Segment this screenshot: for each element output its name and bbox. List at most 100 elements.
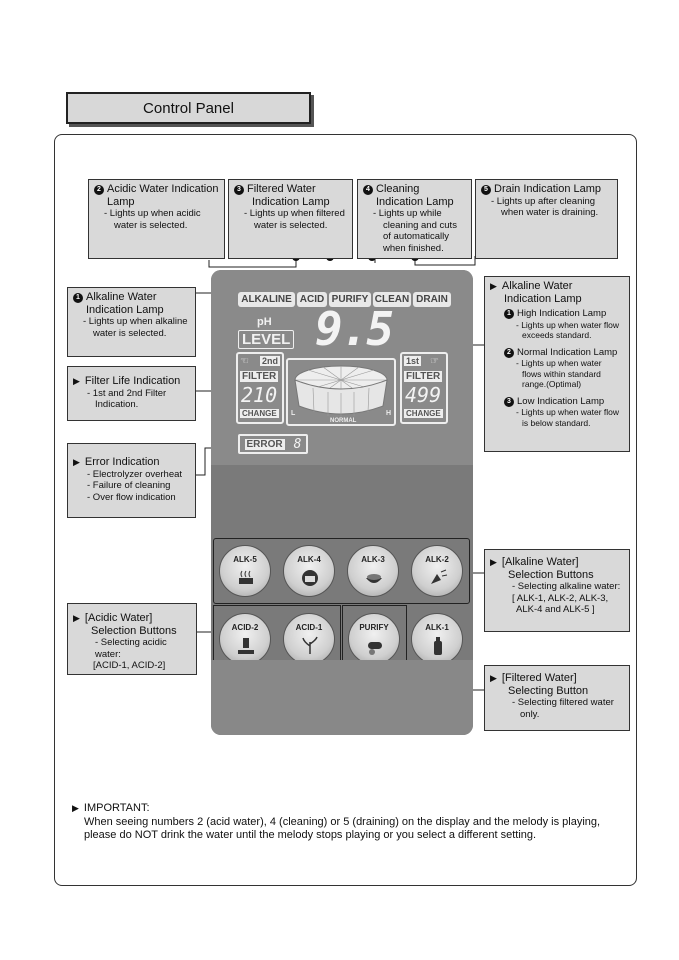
callout-desc: - Lights up when water flow [516,407,619,417]
acidic-buttons-callout: ▶[Acidic Water] Selection Buttons - Sele… [67,603,197,675]
error-label: ERROR [244,438,285,450]
callout-desc: ALK-4 and ALK-5 ] [516,604,595,615]
callout-desc: is below standard. [522,417,591,428]
callout-heading-line2: Lamp [107,195,135,208]
number-badge: 1 [504,309,514,319]
acid1-button[interactable]: ACID-1 [283,613,335,665]
triangle-bullet-icon: ▶ [490,557,497,567]
callout-heading: Alkaline Water [501,280,573,292]
triangle-bullet-icon: ▶ [73,613,80,623]
high-lamp-heading: High Indication Lamp [517,308,607,319]
alk2-button[interactable]: ALK-2 [411,545,463,597]
filter2-tag: 2nd [260,356,281,366]
alk1-button[interactable]: ALK-1 [411,613,463,665]
callout-desc: - Lights up when water flow [516,319,619,330]
page-title: Control Panel [66,92,311,124]
callout-desc: exceeds standard. [522,330,592,340]
callout-heading-line2: Indication Lamp [252,195,330,208]
error-callout: ▶Error Indication - Electrolyzer overhea… [67,443,196,518]
error-value: 8 [293,436,302,452]
purify-button[interactable]: PURIFY [348,613,400,665]
filter2-value: 210 [241,383,278,407]
triangle-bullet-icon: ▶ [490,281,497,291]
triangle-bullet-icon: ▶ [73,376,80,386]
watering-icon [431,569,448,584]
callout-desc: [ACID-1, ACID-2] [93,660,166,671]
callout-heading-line2: Indication Lamp [86,303,164,316]
mode-acid-label: ACID [297,292,327,307]
callout-heading: Filter Life Indication [84,375,181,387]
callout-heading-line2: Selecting Button [508,684,589,697]
acid1-label: ACID-1 [295,623,323,632]
plant-icon [302,636,318,654]
callout-desc: water is selected. [254,219,328,231]
callout-desc: - Lights up after cleaning [491,195,596,207]
alk3-label: ALK-3 [361,555,385,564]
alk5-button[interactable]: ALK-5 [219,545,271,597]
device-base [211,660,473,735]
callout-desc: - Lights up when filtered [244,208,345,219]
callout-desc: - Selecting filtered water [512,697,614,708]
callout-desc: - Lights up when water [516,358,602,368]
triangle-bullet-icon: ▶ [490,673,497,683]
filter-life-callout: ▶ Filter Life Indication - 1st and 2nd Fi… [67,366,196,421]
number-badge: 3 [234,185,244,195]
important-note: ▶IMPORTANT: When seeing numbers 2 (acid … [72,802,632,843]
callout-desc: water is selected. [114,219,188,231]
triangle-bullet-icon: ▶ [72,803,79,813]
alk4-button[interactable]: ALK-4 [283,545,335,597]
acid2-label: ACID-2 [231,623,259,632]
callout-heading: Drain Indication Lamp [494,183,602,195]
hot-bowl-icon [239,570,253,584]
callout-desc: only. [520,708,540,720]
callout-desc: - Failure of cleaning [87,480,171,491]
callout-desc: - Electrolyzer overheat [87,468,183,480]
callout-heading-line2: Indication Lamp [504,292,582,305]
callout-heading-line2: Indication Lamp [376,195,454,208]
callout-heading: [Acidic Water] [84,612,153,624]
callout-heading: Cleaning [376,183,420,195]
callout-heading: Error Indication [84,456,160,468]
callout-desc: water is selected. [93,327,167,339]
important-line-2: please do NOT drink the water until the … [84,829,537,841]
alkaline-button-group-outline [213,538,470,604]
hand-icon: ☞ [430,356,439,367]
acid2-button[interactable]: ACID-2 [219,613,271,665]
alk4-label: ALK-4 [297,555,321,564]
gauge-low-label: L [291,410,296,417]
low-lamp-heading: Low Indication Lamp [517,395,605,407]
callout-desc: - Lights up while [373,208,442,219]
number-badge: 4 [363,185,373,195]
callout-desc: - Over flow indication [87,491,176,503]
filter1-tag: 1st [404,356,422,366]
alk1-label: ALK-1 [425,623,449,632]
alk5-label: ALK-5 [233,555,257,564]
filter2-label: FILTER [240,371,279,382]
flow-gauge: L H NORMAL [286,358,396,426]
pill-icon [368,642,382,655]
callout-desc: - Lights up when alkaline [83,316,188,327]
number-badge: 1 [73,293,83,303]
alk2-label: ALK-2 [425,555,449,564]
important-line-1: When seeing numbers 2 (acid water), 4 (c… [84,815,601,828]
callout-heading: [Filtered Water] [501,672,577,684]
number-badge: 5 [481,185,491,195]
callout-desc: flows within standard [522,368,601,379]
control-panel-device: ALKALINE ACID PURIFY CLEAN DRAIN pH LEVE… [211,270,473,735]
hand-icon: ☜ [240,356,249,367]
mode-purify-label: PURIFY [329,292,371,307]
normal-lamp-heading: Normal Indication Lamp [517,346,618,358]
callout-desc: - 1st and 2nd Filter [87,387,167,399]
callout-desc: - Selecting acidic water: [95,637,167,660]
rice-bowl-icon [366,574,382,583]
callout-heading: [Alkaline Water] [501,556,579,568]
alk3-button[interactable]: ALK-3 [347,545,399,597]
callout-desc: of automatically [383,231,450,242]
ph-value-readout: 9.5 [315,302,394,356]
callout-heading: Alkaline Water [86,291,157,303]
